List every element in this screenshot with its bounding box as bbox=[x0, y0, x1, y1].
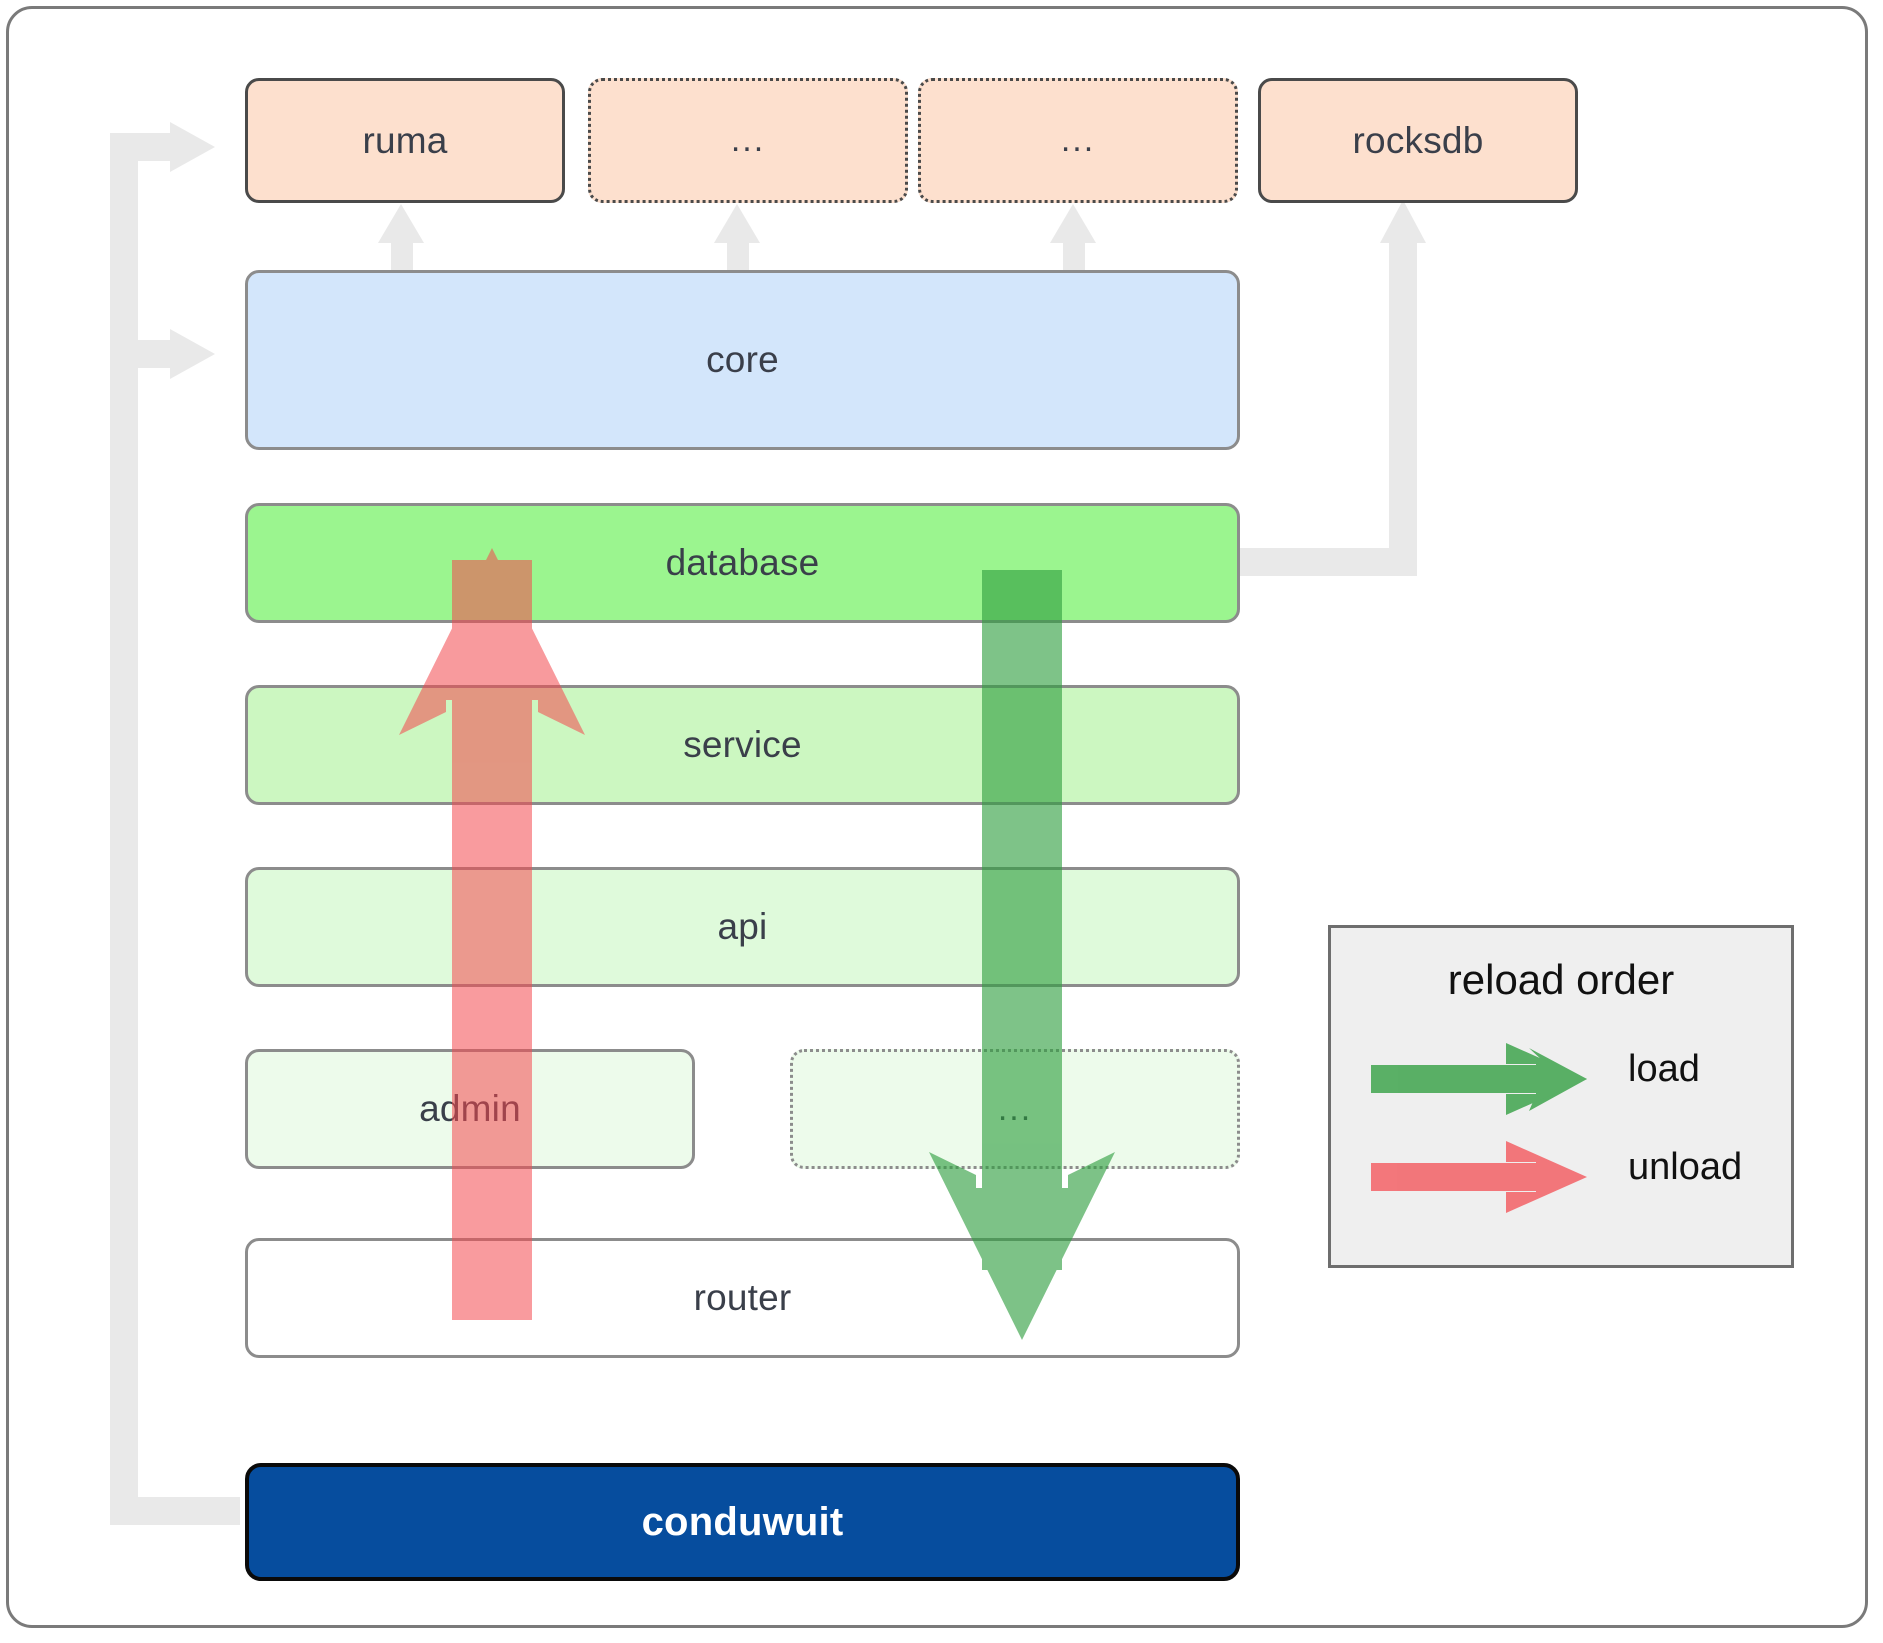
crate-label-ruma: ruma bbox=[362, 119, 448, 161]
layer-box-router[interactable]: router bbox=[245, 1238, 1240, 1358]
diagram-frame bbox=[6, 6, 1868, 1628]
layer-label-api: api bbox=[717, 906, 768, 947]
layer-box-core[interactable]: core bbox=[245, 270, 1240, 450]
legend-label-unload: unload bbox=[1628, 1146, 1743, 1188]
crate-box-ext-b[interactable]: ... bbox=[918, 78, 1238, 203]
crate-box-ruma[interactable]: ruma bbox=[245, 78, 565, 203]
layer-box-service[interactable]: service bbox=[245, 685, 1240, 805]
layer-label-router: router bbox=[693, 1277, 792, 1318]
layer-label-service: service bbox=[683, 724, 802, 765]
crate-box-rocksdb[interactable]: rocksdb bbox=[1258, 78, 1578, 203]
layer-label-stack-ext: ... bbox=[997, 1089, 1033, 1128]
legend-panel: reload order load unload bbox=[1328, 925, 1794, 1268]
layer-label-admin: admin bbox=[419, 1088, 521, 1129]
crate-label-ext-a: ... bbox=[730, 121, 766, 159]
layer-box-stack-ext[interactable]: ... bbox=[790, 1049, 1240, 1169]
layer-box-admin[interactable]: admin bbox=[245, 1049, 695, 1169]
legend-title: reload order bbox=[1447, 956, 1675, 1003]
crate-box-ext-a[interactable]: ... bbox=[588, 78, 908, 203]
layer-label-core: core bbox=[706, 339, 779, 380]
binary-label-conduwuit: conduwuit bbox=[641, 1499, 844, 1544]
legend-arrow-swatches bbox=[1371, 1043, 1587, 1213]
layer-label-database: database bbox=[665, 542, 820, 583]
layer-box-api[interactable]: api bbox=[245, 867, 1240, 987]
binary-box-conduwuit[interactable]: conduwuit bbox=[245, 1463, 1240, 1581]
legend-label-load: load bbox=[1628, 1048, 1700, 1090]
crate-label-ext-b: ... bbox=[1060, 121, 1096, 159]
crate-label-rocksdb: rocksdb bbox=[1352, 119, 1484, 161]
layer-box-database[interactable]: database bbox=[245, 503, 1240, 623]
